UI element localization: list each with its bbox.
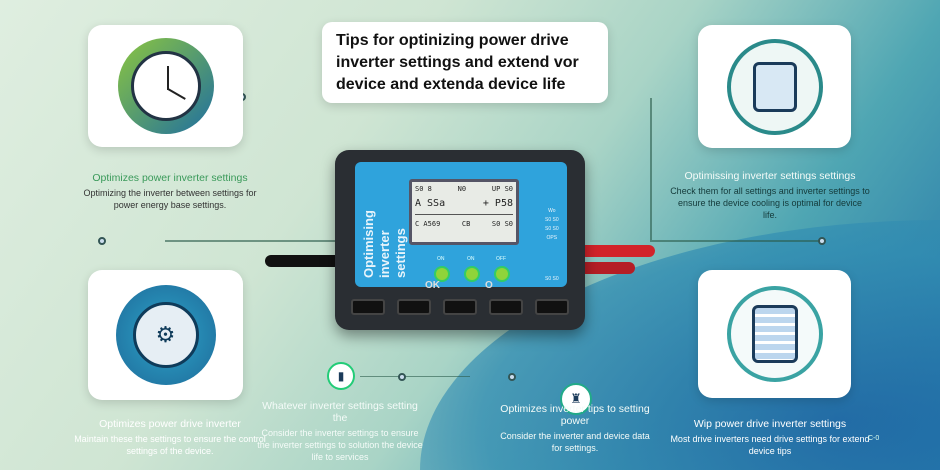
- device-vertical-label: Optimising inverter settings: [361, 210, 408, 278]
- card-top-right: [698, 25, 851, 148]
- caption-body: Consider the inverter and device data fo…: [500, 431, 650, 453]
- connector-dot: [508, 373, 516, 381]
- device-display: S0 8 N0 UP S0 A SSa + P58 C A569 CB S0 S…: [409, 179, 519, 245]
- caption-heading: Optimissing inverter settings settings: [684, 170, 856, 182]
- caption-body: Optimizing the inverter between settings…: [83, 188, 257, 210]
- red-cable: [575, 245, 655, 257]
- caption-body: Most drive inverters need drive settings…: [670, 434, 870, 456]
- inverter-tower-icon: ♜: [560, 383, 592, 415]
- caption-top-left: Optimizes power inverter settings Optimi…: [70, 172, 270, 211]
- button-label: ON: [467, 256, 475, 262]
- screen-label: UP S0: [491, 185, 513, 193]
- caption-middle-left: Whatever inverter settings setting the C…: [255, 400, 425, 463]
- screen-readout: + P58: [482, 198, 513, 209]
- caption-middle-right: Optimizes inverter tips to setting power…: [495, 403, 655, 454]
- side-label: OPS: [546, 235, 558, 241]
- device-button-3[interactable]: [494, 266, 510, 282]
- card-top-left: [88, 25, 243, 147]
- port: [397, 299, 431, 315]
- card-bottom-left: ⚙: [88, 270, 243, 400]
- inverter-device-icon: [726, 38, 823, 135]
- connector-line: [650, 98, 652, 240]
- black-cable: [265, 255, 345, 267]
- side-label: Wo: [548, 208, 556, 214]
- port: [351, 299, 385, 315]
- side-label: S0 S0: [545, 217, 559, 223]
- port-label: OK: [425, 280, 440, 291]
- screen-readout: A SSa: [415, 198, 446, 209]
- caption-heading: Optimizes power inverter settings: [92, 172, 248, 184]
- screen-label: N0: [457, 185, 467, 193]
- caption-body: Consider the inverter settings to ensure…: [257, 428, 423, 462]
- card-bottom-right: [698, 270, 851, 398]
- screen-cell: CB: [461, 220, 471, 228]
- button-label: OFF: [496, 256, 506, 262]
- button-label: ON: [437, 256, 445, 262]
- device-button-1[interactable]: [434, 266, 450, 282]
- port-label: O: [485, 280, 493, 291]
- port: [443, 299, 477, 315]
- clock-icon: [117, 38, 214, 134]
- port: [535, 299, 569, 315]
- footnote: C-0: [868, 435, 880, 442]
- connector-dot: [818, 237, 826, 245]
- red-cable: [575, 262, 635, 274]
- battery-icon: ▮: [327, 362, 355, 390]
- screen-cell: S0 S0: [491, 220, 513, 228]
- caption-heading: Optimizes power drive inverter: [99, 418, 241, 430]
- caption-bottom-left: Optimizes power drive inverter Maintain …: [70, 418, 270, 457]
- inverter-device: Optimising inverter settings S0 8 N0 UP …: [335, 150, 585, 330]
- device-front-panel: Optimising inverter settings S0 8 N0 UP …: [355, 162, 567, 287]
- bottom-label: S0 S0: [545, 276, 559, 282]
- connector-dot: [98, 237, 106, 245]
- screen-cell: C A569: [415, 220, 441, 228]
- side-labels: Wo S0 S0 S0 S0 OPS: [545, 207, 559, 243]
- caption-body: Maintain these the settings to ensure th…: [74, 434, 266, 456]
- caption-heading: Whatever inverter settings setting the: [262, 400, 418, 424]
- caption-body: Check them for all settings and inverter…: [670, 186, 870, 220]
- connector-line: [360, 376, 470, 377]
- page-title: Tips for optinizing power drive inverter…: [322, 22, 608, 103]
- caption-heading: Optimizes inverter tips to setting power: [500, 403, 650, 427]
- screen-label: S0 8: [415, 185, 432, 193]
- side-label: S0 S0: [545, 226, 559, 232]
- caption-top-right: Optimissing inverter settings settings C…: [670, 170, 870, 221]
- caption-bottom-right: Wip power drive inverter settings Most d…: [670, 418, 870, 457]
- connector-line: [165, 240, 335, 242]
- caption-heading: Wip power drive inverter settings: [693, 418, 847, 430]
- port: [489, 299, 523, 315]
- gauge-dial-icon: ⚙: [115, 285, 216, 385]
- device-ports: [345, 290, 575, 324]
- control-panel-icon: [726, 286, 823, 382]
- connector-dot: [398, 373, 406, 381]
- connector-line: [650, 240, 820, 242]
- device-button-2[interactable]: [464, 266, 480, 282]
